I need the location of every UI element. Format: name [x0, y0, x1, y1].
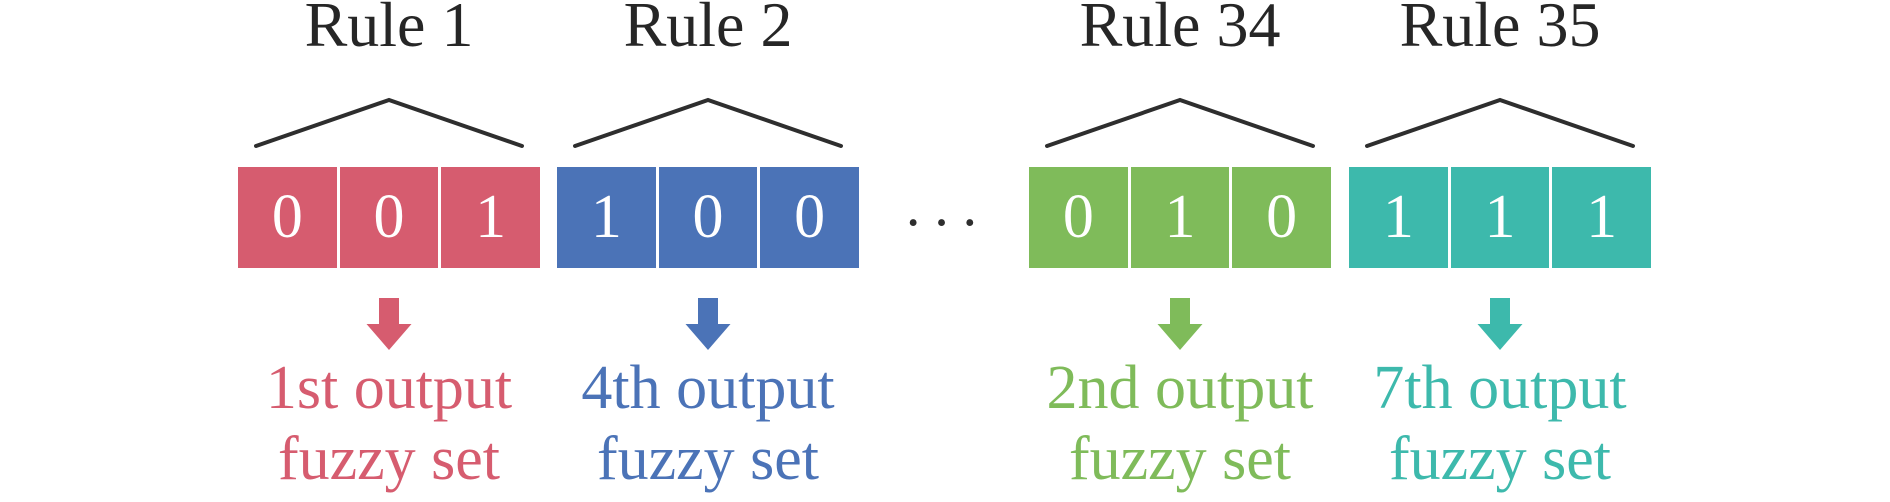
- output-label-line1: 7th output: [1373, 354, 1627, 422]
- rule-1-title: Rule 1: [304, 0, 474, 60]
- output-label-line2: fuzzy set: [1068, 425, 1292, 493]
- down-arrow-icon: [1157, 298, 1203, 350]
- down-arrow-icon: [366, 298, 412, 350]
- brace-caret-icon: [1045, 97, 1315, 148]
- output-label-line1: 2nd output: [1046, 354, 1314, 422]
- output-fuzzy-set-label: 1st output fuzzy set: [198, 353, 580, 495]
- bit-cell: 0: [760, 167, 860, 268]
- output-label-line1: 4th output: [581, 354, 835, 422]
- down-arrow-icon: [1477, 298, 1523, 350]
- down-arrow-icon: [685, 298, 731, 350]
- rule-group-2: Rule 2 1 0 0 4th output fuzzy set: [557, 0, 860, 502]
- bit-cell: 1: [1552, 167, 1652, 268]
- brace-caret-icon: [1365, 97, 1635, 148]
- rule-2-title: Rule 2: [623, 0, 793, 60]
- bit-cells: 1 0 0: [557, 167, 860, 268]
- bit-cell: 0: [658, 167, 758, 268]
- output-label-line2: fuzzy set: [1388, 425, 1612, 493]
- output-fuzzy-set-label: 4th output fuzzy set: [517, 353, 899, 495]
- bit-cell: 1: [1450, 167, 1550, 268]
- bit-cell: 0: [339, 167, 439, 268]
- brace-caret-icon: [254, 97, 524, 148]
- rule-34-title: Rule 34: [1079, 0, 1281, 60]
- bit-cell: 1: [1130, 167, 1230, 268]
- output-label-line1: 1st output: [265, 354, 513, 422]
- bit-cell: 0: [1029, 167, 1128, 268]
- rule-group-34: Rule 34 0 1 0 2nd output fuzzy set: [1029, 0, 1332, 502]
- bit-cells: 1 1 1: [1349, 167, 1652, 268]
- brace-caret-icon: [573, 97, 843, 148]
- rule-35-title: Rule 35: [1399, 0, 1601, 60]
- output-label-line2: fuzzy set: [277, 425, 501, 493]
- bit-cell: 1: [557, 167, 656, 268]
- bit-cells: 0 0 1: [238, 167, 541, 268]
- output-fuzzy-set-label: 7th output fuzzy set: [1309, 353, 1691, 495]
- bit-cell: 0: [238, 167, 337, 268]
- bit-cell: 0: [1232, 167, 1332, 268]
- output-fuzzy-set-label: 2nd output fuzzy set: [989, 353, 1371, 495]
- ellipsis: ···: [903, 190, 989, 255]
- bit-cell: 1: [1349, 167, 1448, 268]
- output-label-line2: fuzzy set: [596, 425, 820, 493]
- bit-cells: 0 1 0: [1029, 167, 1332, 268]
- bit-cell: 1: [441, 167, 541, 268]
- rule-group-35: Rule 35 1 1 1 7th output fuzzy set: [1349, 0, 1652, 502]
- rule-group-1: Rule 1 0 0 1 1st output fuzzy set: [238, 0, 541, 502]
